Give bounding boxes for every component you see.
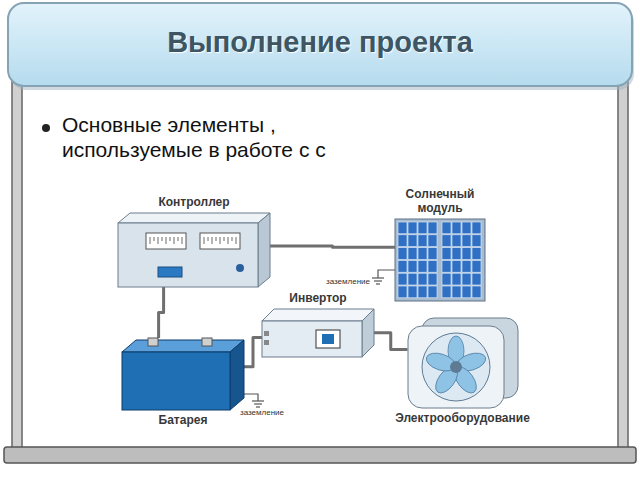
battery: Батарея [122,338,244,428]
bullet-dot [42,124,50,132]
controller: Контроллер [118,196,270,287]
battery-icon [122,338,244,410]
node-label: Электрооборудование [395,412,530,426]
electrical-equipment-icon [408,318,518,408]
wire [270,246,395,247]
inverter: Инвертор [262,292,374,357]
electrical-equipment: Электрооборудование [392,318,533,426]
node-label: Солнечный модуль [395,188,485,216]
ground-label: заземление [240,409,290,418]
node-label: Контроллер [158,196,229,210]
ground-symbol [244,394,264,407]
bullet-text: Основные элементы , используемые в работ… [62,112,352,162]
wire [159,287,164,338]
bottom-bar [4,447,636,463]
ground-symbol [372,270,397,284]
controller-icon [118,213,270,287]
inverter-icon [262,309,374,357]
ground-label: заземление [326,278,376,287]
node-label: Инвертор [289,292,346,306]
left-post [12,80,22,450]
right-post [618,80,628,450]
solar-module: Солнечный модуль [392,188,488,301]
node-label: Батарея [159,414,208,428]
slide-title: Выполнение проекта [8,26,632,59]
solar-module-icon [395,219,485,301]
wire [374,333,408,350]
title-bar [8,3,632,86]
wire [244,338,262,367]
